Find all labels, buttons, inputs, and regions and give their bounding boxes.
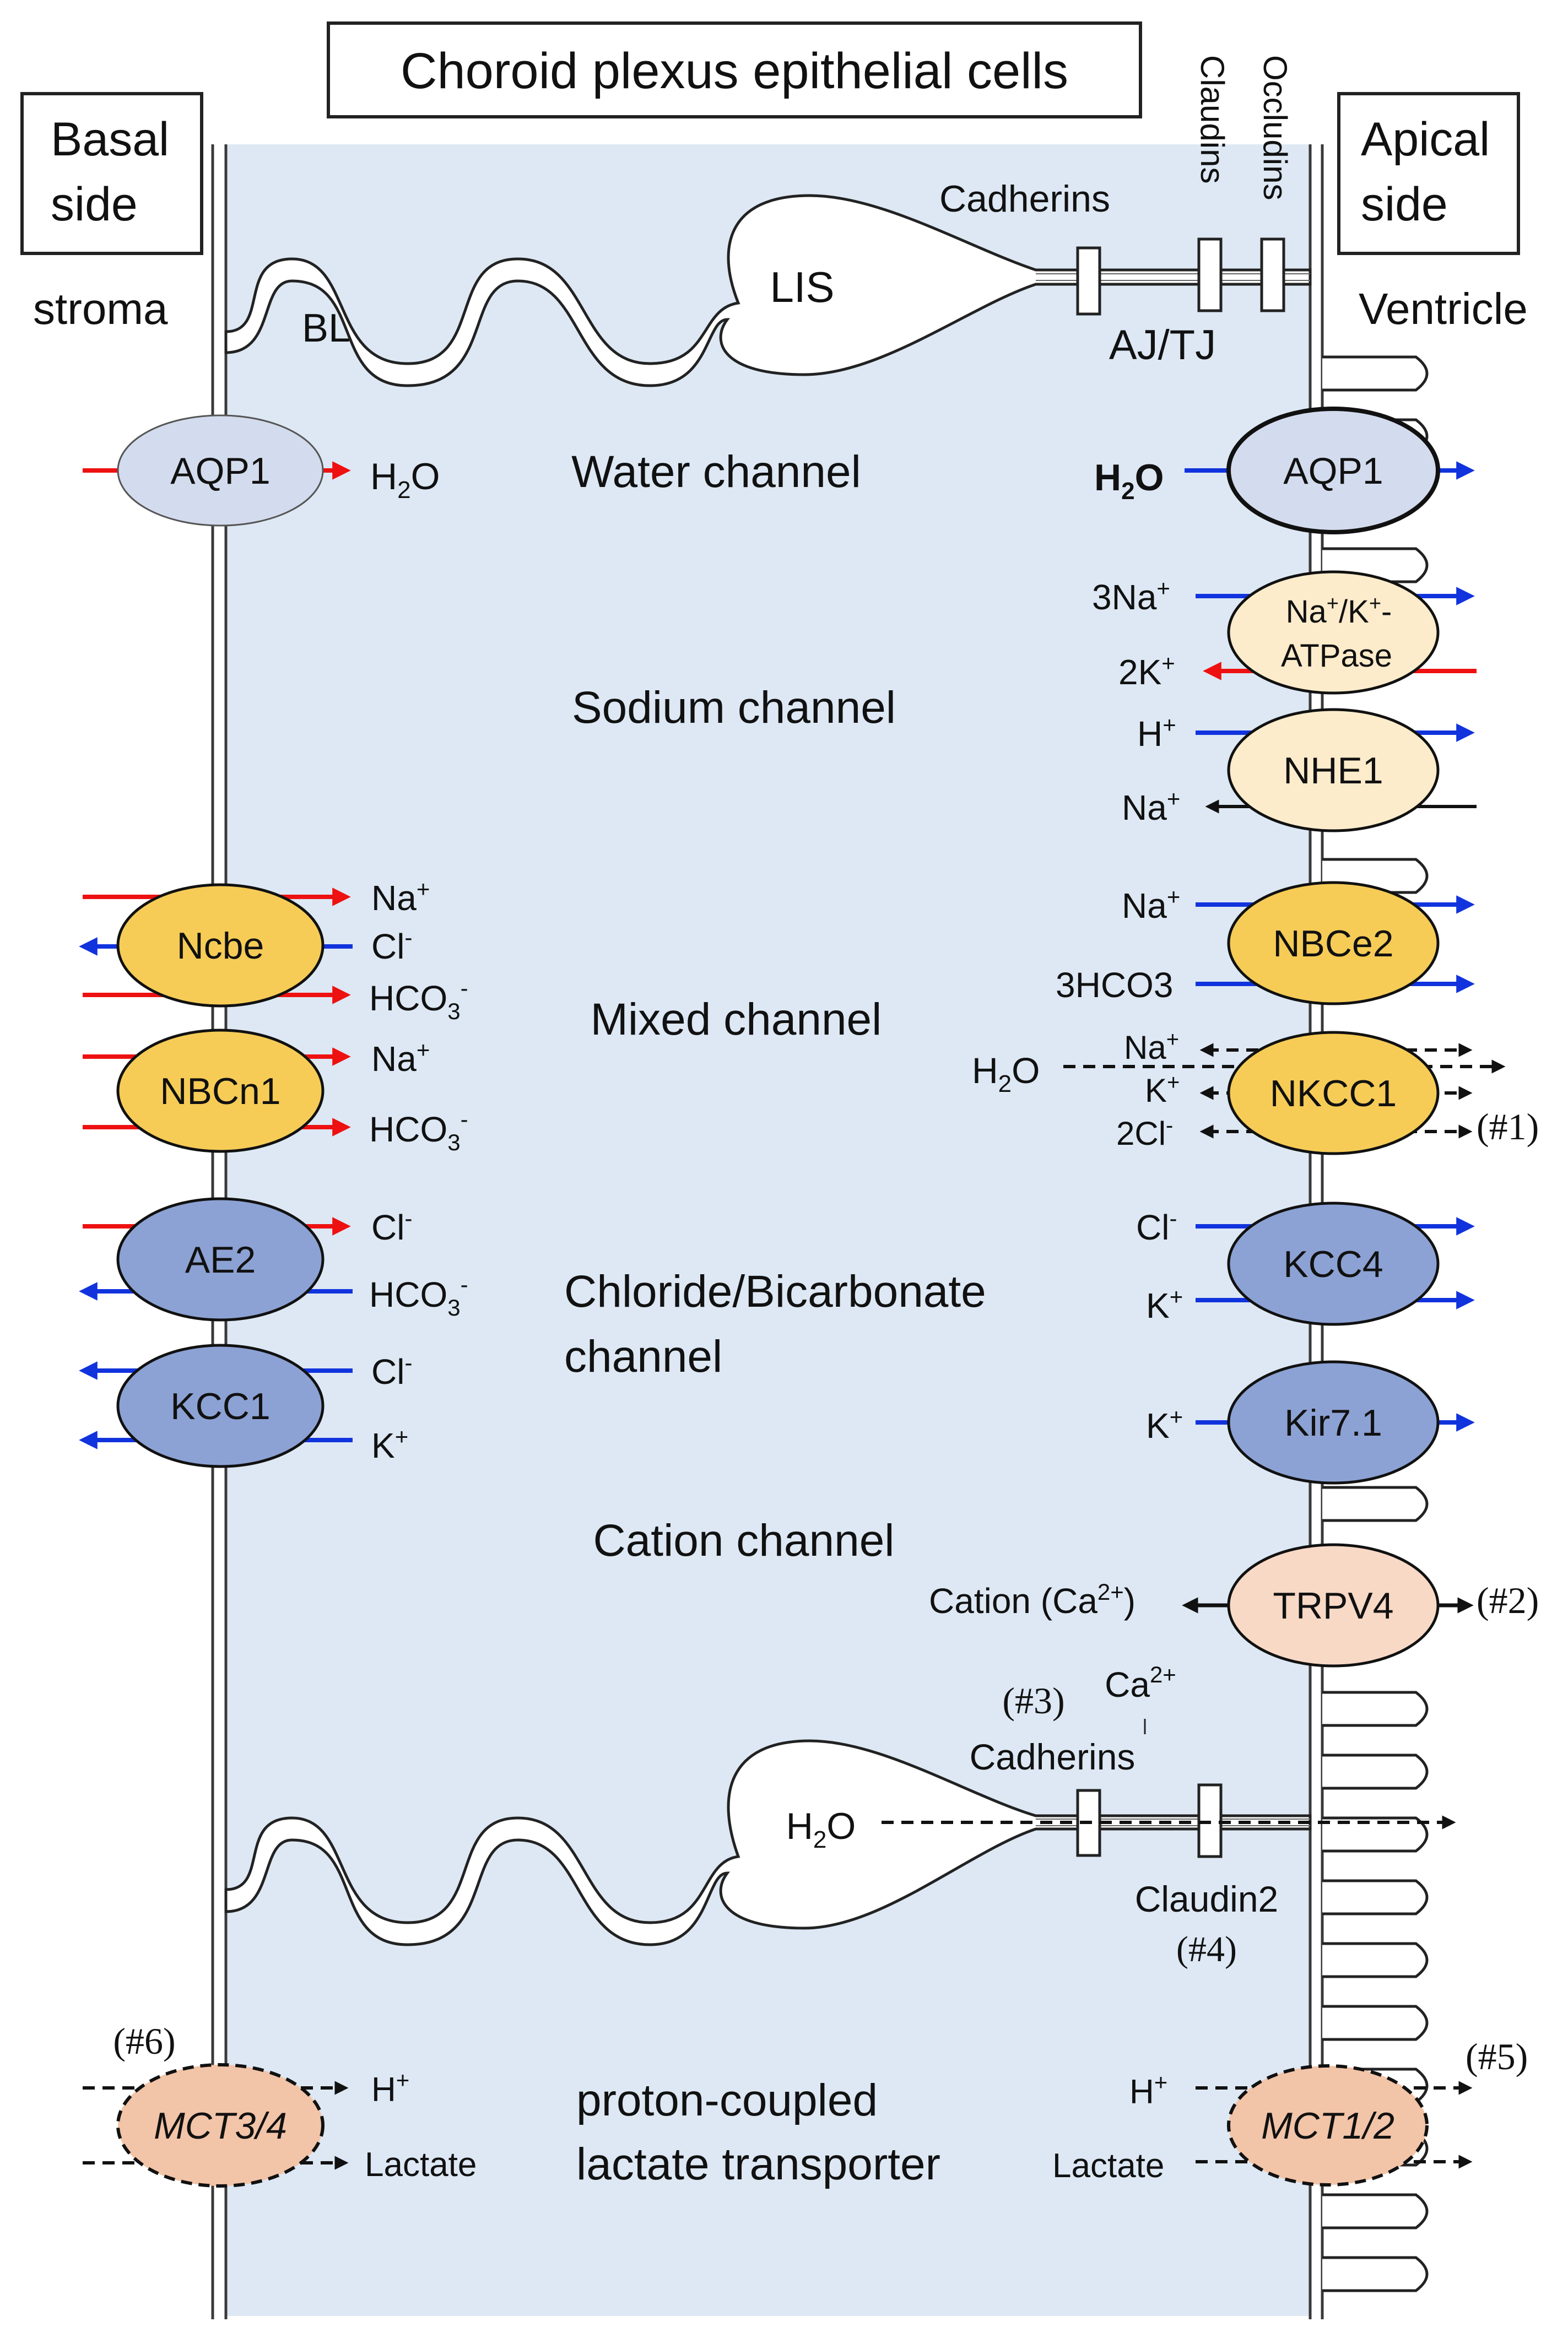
basal-side-label-1: Basal <box>51 113 169 166</box>
transporter-nbcn1: NBCn1 <box>83 1029 351 1153</box>
ventricle-label: Ventricle <box>1359 284 1528 333</box>
transporter-na-k-atpase: Na+/K+- ATPase <box>1196 570 1477 695</box>
ion-label: K+ <box>1146 1404 1183 1446</box>
transporter-label: Na+/K+- <box>1286 592 1392 630</box>
lateral-intercellular-space-bottom <box>224 1719 1456 1946</box>
water-channel-label: Water channel <box>571 447 861 497</box>
cadherins-label-top: Cadherins <box>939 178 1110 220</box>
transporter-kcc1: KCC1 <box>79 1344 353 1468</box>
transporter-kir7-1: Kir7.1 <box>1196 1360 1475 1485</box>
stroma-label: stroma <box>33 284 168 333</box>
ion-label: Lactate <box>365 2146 477 2184</box>
sodium-channel-label: Sodium channel <box>572 683 896 733</box>
apical-side-label-1: Apical <box>1361 113 1490 166</box>
apical-side-box: Apical side <box>1337 92 1520 255</box>
note-5: (#5) <box>1466 2036 1528 2077</box>
transporter-mct1-2: MCT1/2 <box>1196 2064 1473 2187</box>
transporter-label: NKCC1 <box>1270 1073 1397 1114</box>
transporter-label: KCC1 <box>170 1386 270 1427</box>
cadherins-label-bottom: Cadherins <box>970 1736 1136 1777</box>
transporter-nbce2: NBCe2 <box>1196 881 1475 1005</box>
chloride-channel-label-1: Chloride/Bicarbonate <box>564 1267 986 1317</box>
bl-label: BL <box>302 306 350 350</box>
transporter-label: AQP1 <box>170 450 270 492</box>
transporter-label: TRPV4 <box>1273 1585 1393 1627</box>
claudins-label: Claudins <box>1194 55 1231 183</box>
transporter-label: MCT1/2 <box>1261 2105 1394 2147</box>
cation-channel-label: Cation channel <box>593 1516 894 1566</box>
lactate-transporter-label-1: proton-coupled <box>576 2075 878 2125</box>
aj-tj-label: AJ/TJ <box>1109 322 1216 369</box>
transporter-mct3-4: MCT3/4 <box>83 2063 349 2188</box>
page-title: Choroid plexus epithelial cells <box>401 43 1068 99</box>
title-box: Choroid plexus epithelial cells <box>327 21 1142 118</box>
basal-side-box: Basal side <box>20 92 203 255</box>
note-1: (#1) <box>1477 1106 1539 1148</box>
note-4: (#4) <box>1176 1929 1237 1969</box>
occludins-label: Occludins <box>1257 55 1294 200</box>
cadherin-block-top <box>1076 246 1101 316</box>
lateral-intercellular-space-top <box>224 194 1312 387</box>
claudin-block-top <box>1197 237 1223 312</box>
transporter-ae2: AE2 <box>79 1197 353 1322</box>
transporter-label: MCT3/4 <box>154 2105 287 2147</box>
transporter-aqp1-basal: AQP1 <box>83 414 351 527</box>
transporter-label: NBCe2 <box>1273 923 1393 965</box>
cell-background <box>226 144 1310 2316</box>
transporter-aqp1-apical: AQP1 <box>1185 407 1475 534</box>
transporter-kcc4: KCC4 <box>1196 1202 1475 1326</box>
mixed-channel-label: Mixed channel <box>591 994 882 1045</box>
ion-label: 2Cl- <box>1116 1113 1173 1152</box>
transporter-label: NHE1 <box>1283 750 1383 792</box>
transporter-label: KCC4 <box>1283 1243 1383 1285</box>
note-6: (#6) <box>113 2020 175 2062</box>
transporter-ncbe: Ncbe <box>79 883 353 1008</box>
transporter-label: Kir7.1 <box>1284 1402 1382 1444</box>
transporter-nkcc1: NKCC1 <box>1063 1031 1506 1155</box>
ion-label: 3HCO3 <box>1056 965 1173 1005</box>
claudin2-label: Claudin2 <box>1135 1879 1279 1919</box>
lactate-transporter-label-2: lactate transporter <box>576 2139 940 2189</box>
note-2: (#2) <box>1477 1579 1539 1621</box>
apical-side-label-2: side <box>1361 178 1448 231</box>
occludin-block-top <box>1260 237 1285 312</box>
transporter-label: AE2 <box>185 1239 256 1281</box>
note-3: (#3) <box>1002 1680 1064 1722</box>
chloride-channel-label-2: channel <box>564 1332 722 1382</box>
transporter-label: NBCn1 <box>160 1070 280 1112</box>
transporter-nhe1: NHE1 <box>1196 708 1477 832</box>
transporter-trpv4: TRPV4 <box>1182 1543 1474 1668</box>
basal-side-label-2: side <box>51 178 138 231</box>
ion-label: K+ <box>1146 1284 1183 1325</box>
transporter-label: Ncbe <box>177 925 264 967</box>
transporter-label: AQP1 <box>1283 450 1383 492</box>
transporter-label: ATPase <box>1281 638 1392 674</box>
lis-label: LIS <box>770 263 834 311</box>
ion-label: Lactate <box>1052 2147 1164 2185</box>
